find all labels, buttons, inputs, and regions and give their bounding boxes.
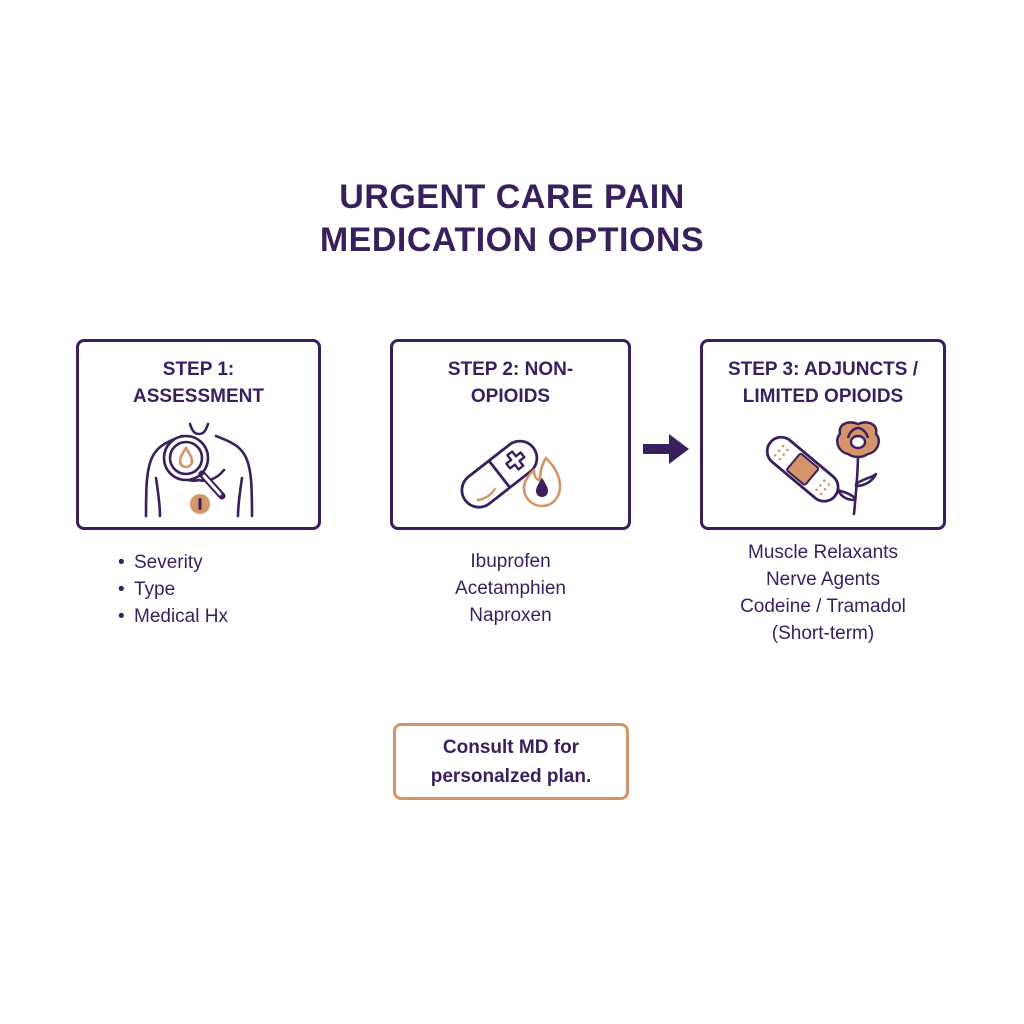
list-item-label: Severity (134, 552, 203, 573)
step-3-title: STEP 3: ADJUNCTS / LIMITED OPIOIDS (703, 356, 943, 410)
list-item: Codeine / Tramadol (740, 596, 906, 617)
list-item: Muscle Relaxants (748, 542, 898, 563)
pill-flame-icon (460, 439, 561, 509)
list-item: • Medical Hx (118, 603, 228, 630)
step-2-title: STEP 2: NON- OPIOIDS (393, 356, 628, 410)
step-1-title: STEP 1: ASSESSMENT (79, 356, 318, 410)
list-item: Ibuprofen (470, 551, 551, 572)
arrow-right-icon (643, 434, 689, 464)
step-1-card: STEP 1: ASSESSMENT (76, 339, 321, 530)
list-item: Acetamphien (455, 578, 566, 599)
step-3-list: Muscle Relaxants Nerve Agents Codeine / … (690, 539, 956, 647)
step-1-list: • Severity • Type • Medical Hx (118, 549, 228, 630)
body-magnifier-icon (144, 422, 253, 518)
step-3-title-line-1: STEP 3: ADJUNCTS / (727, 359, 919, 380)
step-1-title-line-1: STEP 1: (162, 359, 235, 380)
list-item-label: Medical Hx (134, 606, 228, 627)
page-title-line-1: URGENT CARE PAIN (339, 178, 685, 216)
page-title-line-2: MEDICATION OPTIONS (319, 221, 705, 259)
list-item: (Short-term) (771, 623, 875, 644)
consult-note: Consult MD for personalzed plan. (393, 723, 629, 800)
list-item-label: Type (134, 579, 176, 600)
bullet-glyph: • (118, 606, 125, 627)
step-2-list: Ibuprofen Acetamphien Naproxen (390, 548, 631, 629)
step-2-title-line-2: OPIOIDS (470, 386, 551, 407)
bullet-glyph: • (118, 579, 125, 600)
list-item: • Severity (118, 549, 228, 576)
step-3-card: STEP 3: ADJUNCTS / LIMITED OPIOIDS (700, 339, 946, 530)
bandage-poppy-icon (765, 421, 880, 516)
list-item: Naproxen (469, 605, 552, 626)
step-3-title-line-2: LIMITED OPIOIDS (742, 386, 904, 407)
consult-note-line-2: personalzed plan. (430, 765, 592, 787)
step-2-title-line-1: STEP 2: NON- (447, 359, 574, 380)
list-item: • Type (118, 576, 228, 603)
list-item: Nerve Agents (765, 569, 881, 590)
consult-note-line-1: Consult MD for (442, 736, 580, 758)
step-1-title-line-2: ASSESSMENT (133, 386, 264, 407)
page-title: URGENT CARE PAIN MEDICATION OPTIONS (0, 176, 1024, 262)
step-2-card: STEP 2: NON- OPIOIDS (390, 339, 631, 530)
bullet-glyph: • (118, 552, 125, 573)
